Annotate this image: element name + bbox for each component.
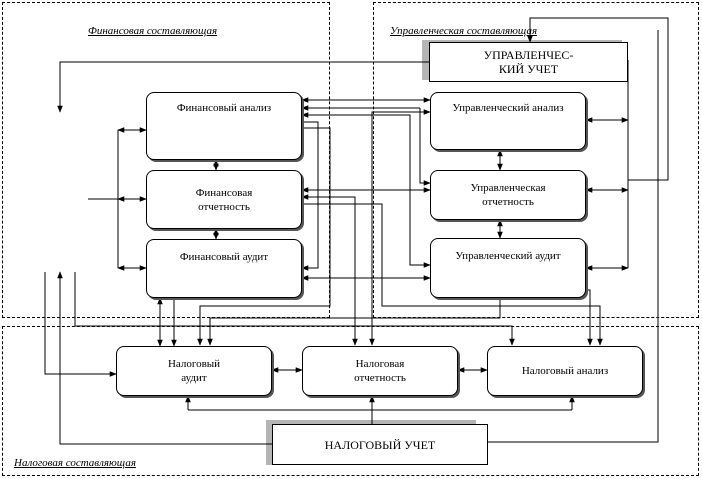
- management-reporting-box[interactable]: Управленческая отчетность: [430, 170, 586, 220]
- connector-fin-reporting-to-tax-reporting: [301, 194, 358, 346]
- connector-fin-analysis-right-down: [301, 121, 319, 271]
- connector-top-loop: [527, 17, 669, 181]
- financial-region-label: Финансовая составляющая: [88, 25, 218, 37]
- management-accounting-box[interactable]: УПРАВЛЕНЧЕС- КИЙ УЧЕТ: [429, 42, 628, 82]
- connector-left-return: [74, 272, 515, 346]
- financial-audit-box[interactable]: Финансовый аудит: [146, 239, 302, 298]
- management-region-label: Управленческая составляющая: [390, 25, 538, 37]
- connector-management-ledger-to-hub: [57, 61, 430, 113]
- connector-left-return-2: [44, 272, 117, 377]
- connector-fin-analysis-to-tax: [197, 127, 331, 346]
- tax-ledger-shadow: [266, 420, 476, 427]
- management-audit-box[interactable]: Управленческий аудит: [430, 238, 586, 298]
- connector-fin-analysis-down: [419, 108, 431, 186]
- management-analysis-box[interactable]: Управленческий анализ: [430, 92, 586, 150]
- financial-reporting-box[interactable]: Финансовая отчетность: [146, 170, 302, 229]
- tax-region-label: Налоговая составляющая: [14, 457, 136, 469]
- tax-ledger-shadow-side: [266, 420, 273, 465]
- management-ledger-shadow-side: [422, 40, 429, 80]
- tax-analysis-box[interactable]: Налоговый анализ: [487, 346, 643, 396]
- tax-audit-box[interactable]: Налоговый аудит: [116, 346, 272, 396]
- connector-mgmt-audit-to-tax: [207, 298, 501, 346]
- connector-tax-ledger-to-hub: [57, 271, 272, 445]
- tax-reporting-box[interactable]: Налоговая отчетность: [302, 346, 458, 396]
- tax-accounting-box[interactable]: НАЛОГОВЫЙ УЧЕТ: [272, 424, 488, 465]
- financial-analysis-box[interactable]: Финансовый анализ: [146, 92, 302, 160]
- connector-mgmt-analysis-to-tax: [369, 109, 431, 346]
- connector-mgmt-audit-to-tax-2: [586, 289, 593, 346]
- connector-top-loop-2: [488, 30, 659, 443]
